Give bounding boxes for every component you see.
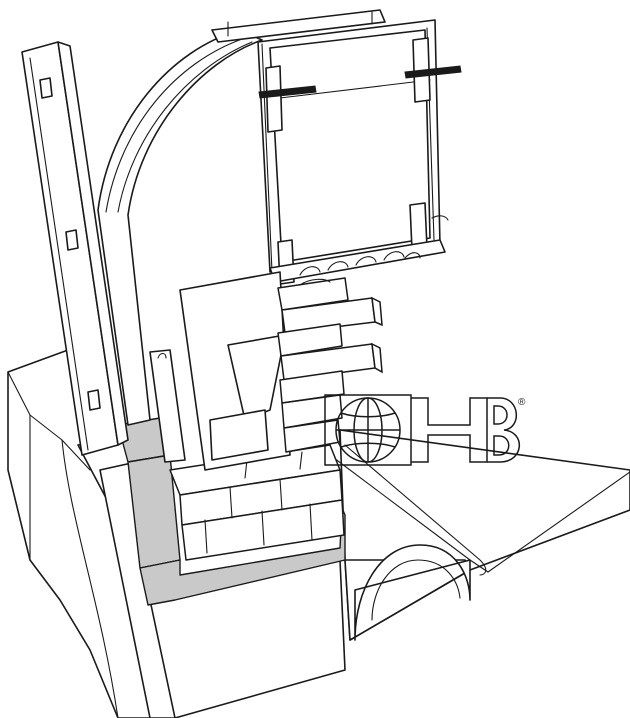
globe-icon — [335, 397, 401, 463]
arched-frame — [97, 9, 386, 426]
board-panels — [149, 271, 291, 471]
left-frame-post — [21, 41, 129, 456]
brick-stack — [277, 277, 383, 453]
brick-courses — [169, 444, 345, 561]
hb-logo: ® HB — [324, 394, 526, 466]
hb-letters — [411, 397, 521, 463]
registered-mark: ® — [518, 397, 526, 408]
grey-membrane — [117, 417, 346, 606]
